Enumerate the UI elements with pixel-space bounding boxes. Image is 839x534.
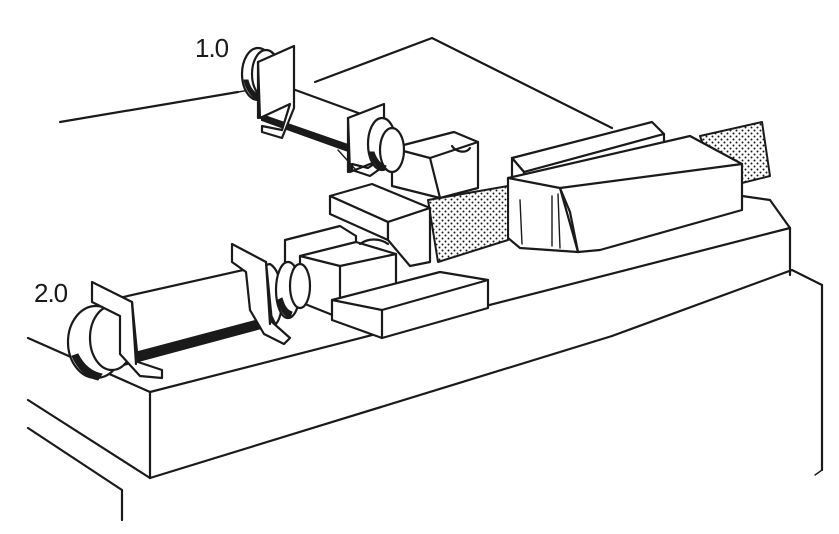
axis-1-label: 1.0 [195, 33, 229, 63]
coupling-block-2 [283, 224, 398, 320]
middle-block-upper [328, 182, 432, 268]
coupling-block-1 [390, 130, 480, 200]
carriage-block [506, 134, 744, 254]
axis-1-assembly [240, 44, 406, 178]
axis-2-label: 2.0 [34, 278, 68, 308]
dotted-strip-front [427, 185, 509, 263]
lower-block [26, 268, 824, 522]
front-block-lower [330, 270, 490, 340]
axis-2-assembly [66, 242, 312, 381]
